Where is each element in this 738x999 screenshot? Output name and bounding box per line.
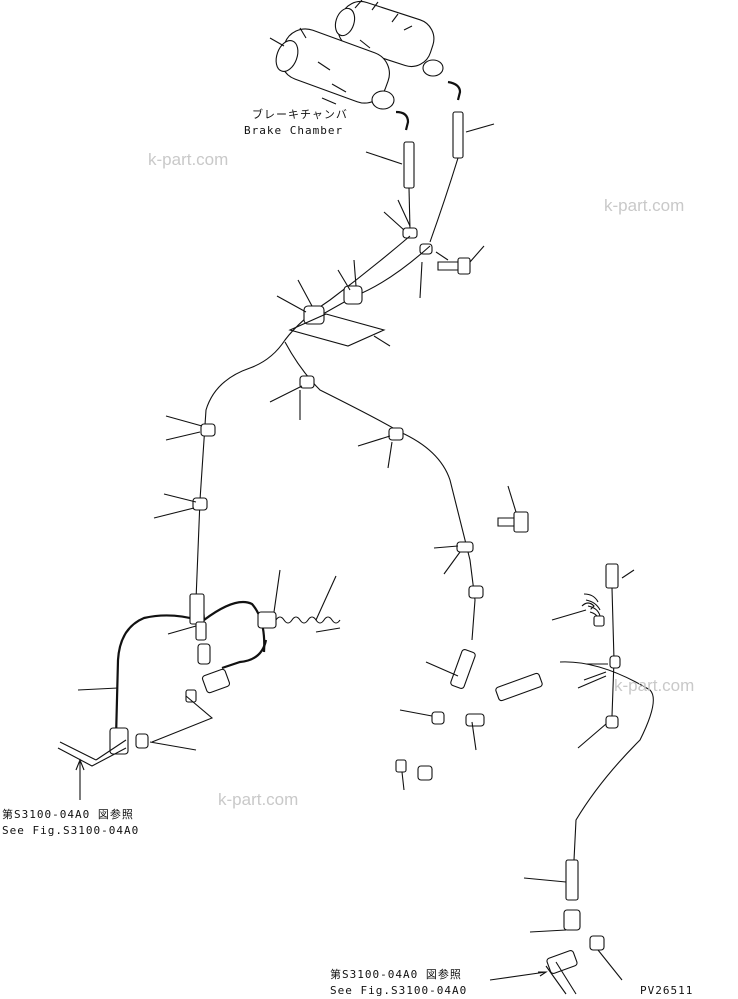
watermark-1: k-part.com [148, 150, 229, 169]
figure-code: PV26511 [640, 984, 694, 997]
hose-left-lower [135, 639, 268, 751]
pipe-right [523, 563, 654, 933]
hose-rear [429, 111, 495, 243]
ref-right-en: See Fig.S3100-04A0 [330, 984, 468, 997]
label-brake-chamber-jp: ブレーキチャンバ [252, 108, 348, 121]
clamps-left-run [153, 415, 216, 519]
bolt-middle [497, 485, 529, 533]
spring-left [257, 569, 341, 633]
elbow-fitting-rear [447, 80, 462, 101]
ref-left-jp: 第S3100-04A0 図参照 [2, 808, 134, 821]
brake-chamber-front [269, 27, 395, 110]
label-brake-chamber-en: Brake Chamber [244, 124, 344, 137]
watermark-4: k-part.com [218, 790, 299, 809]
clamps-right-run [269, 375, 484, 599]
ref-arrow-left [75, 758, 85, 800]
bottom-fitting [489, 935, 623, 995]
pipe-left [57, 593, 266, 767]
ref-right-jp: 第S3100-04A0 図参照 [330, 968, 462, 981]
ref-left-en: See Fig.S3100-04A0 [2, 824, 140, 837]
hose-right-lower [395, 649, 543, 791]
elbow-fitting-front [395, 110, 410, 131]
watermark-2: k-part.com [604, 196, 685, 215]
bolt-upper [419, 245, 485, 299]
spring-right [551, 593, 605, 627]
clamp-middle [276, 259, 391, 347]
clamp-upper [383, 199, 449, 261]
watermark-3: k-part.com [614, 676, 695, 695]
hose-front [365, 141, 415, 231]
